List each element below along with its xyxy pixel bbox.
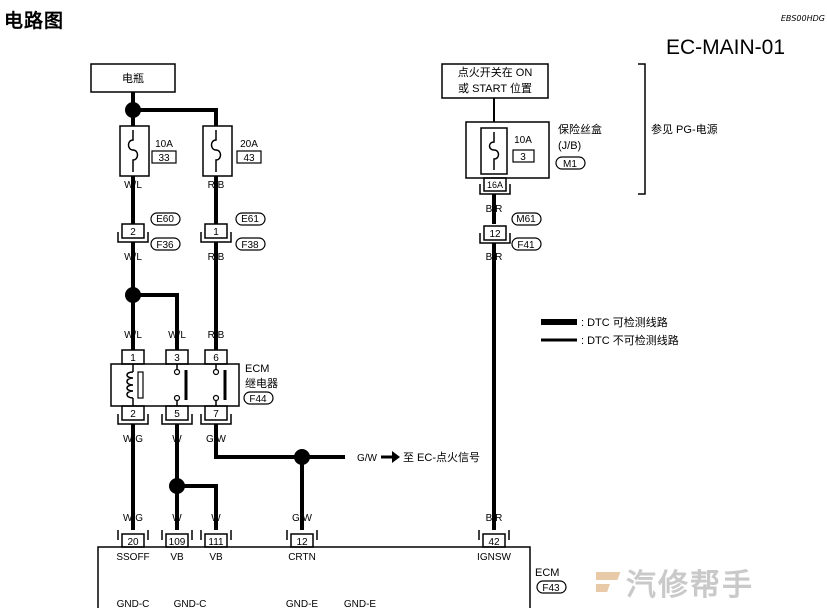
connector-id: F43 [542,583,560,594]
wire-label: W [172,513,182,524]
connector-e61-f38 [204,223,228,239]
connector-id: E60 [156,214,174,225]
connector-pin: 12 [489,229,501,240]
relay-name: ECM [245,363,269,375]
ecm-pin: 12 [296,537,308,548]
fuse-box-number: 3 [520,152,526,163]
ecm-name: ECM [535,567,559,579]
connector-id: F41 [517,240,535,251]
fuse-10a-number: 33 [158,153,170,164]
signal-ref-text: 至 EC-点火信号 [403,451,480,464]
wire-label: W/L [124,180,142,191]
wire-label: G/W [292,513,313,524]
fuse-20a [202,125,233,177]
relay-pin: 2 [130,409,136,420]
fuse-20a-number: 43 [243,153,255,164]
ecm-pin: 20 [127,537,139,548]
fuse-10a [119,125,150,177]
relay-pin: 6 [213,353,219,364]
page-title: 电路图 [4,10,65,32]
ecm-pin: 42 [488,537,500,548]
watermark-logo-icon [596,572,621,592]
connector-pin: 2 [130,227,136,238]
wire-label: W/L [124,330,142,341]
ecm-unit [97,546,531,608]
connector-id: F36 [156,240,174,251]
ecm-gnd-label: GND-C [117,599,150,608]
wire-label: B/R [486,513,503,524]
fuse-box-label: (J/B) [558,140,581,152]
connector-id: M1 [563,159,577,170]
wire-label: G/W [357,453,378,464]
connector-pin: 1 [213,227,219,238]
ignition-label-1: 点火开关在 ON [458,65,533,79]
ecm-gnd-label: GND-E [286,599,319,608]
connector-id: M61 [516,214,536,225]
legend-not-detectable: : DTC 不可检测线路 [581,333,679,347]
connector-id: F38 [241,240,259,251]
legend-detectable: : DTC 可检测线路 [581,315,668,329]
relay-pin: 5 [174,409,180,420]
fuse-box-label: 保险丝盒 [558,122,602,136]
relay-pin: 1 [130,353,136,364]
wire-label: R/B [208,252,225,263]
reference-note: 参见 PG-电源 [651,122,718,136]
fuse-box-rating: 10A [514,135,532,146]
wire-label: W [172,434,182,445]
wire-label: W/L [168,330,186,341]
watermark-text: 汽修帮手 [626,568,754,603]
wire-label: W/L [124,252,142,263]
wire-label: W [211,513,221,524]
connector-e60-f36 [121,223,145,239]
arrow-icon [392,451,400,463]
wire-label: G/W [206,434,227,445]
fuse-box-terminal: 16A [487,180,503,190]
doc-code: EBS00HDG [780,14,825,23]
ecm-gnd-label: GND-C [174,599,207,608]
connector-m61-f41 [483,225,507,241]
wire-label: R/B [208,180,225,191]
fuse-10a-rating: 10A [155,139,173,150]
ecm-pin-label: IGNSW [477,552,511,563]
fuse-20a-rating: 20A [240,139,258,150]
wire-label: B/R [486,204,503,215]
wire-label: B/R [486,252,503,263]
connector-id: F44 [249,394,267,405]
ecm-pin-label: CRTN [288,552,316,563]
connector-id: E61 [241,214,259,225]
battery-label: 电瓶 [122,71,144,85]
relay-pin: 7 [213,409,219,420]
ecm-pin: 109 [169,537,186,548]
ecm-pin: 111 [208,537,224,548]
relay-pin: 3 [174,353,180,364]
ecm-pin-label: SSOFF [116,552,149,563]
diagram-id: EC-MAIN-01 [666,36,786,59]
ignition-label-2: 或 START 位置 [458,81,532,95]
ecm-gnd-label: GND-E [344,599,377,608]
wire-label: R/B [208,330,225,341]
wire-label: W/G [123,513,143,524]
fuse-box-jb [465,121,550,179]
ecm-pin-label: VB [170,552,184,563]
ecm-pin-label: VB [209,552,223,563]
wire-label: W/G [123,434,143,445]
relay-desc: 继电器 [245,377,278,390]
